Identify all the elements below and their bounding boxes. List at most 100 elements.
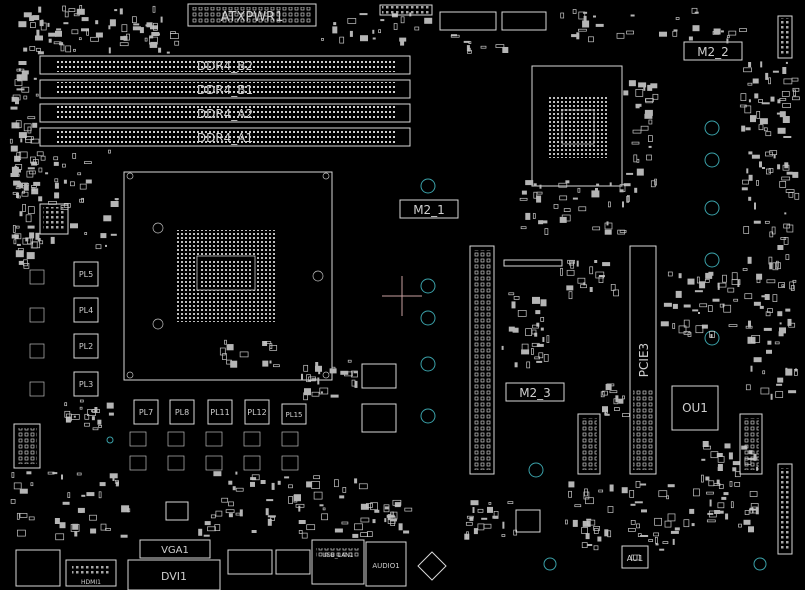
smd-part xyxy=(108,412,114,416)
smd-part xyxy=(321,513,328,521)
smd-part xyxy=(777,99,781,104)
smd-part xyxy=(775,391,784,398)
svg-text:PL7: PL7 xyxy=(139,408,153,417)
smd-part xyxy=(716,479,720,485)
smd-part xyxy=(553,204,559,209)
ddr4-b2-label: DDR4_B2 xyxy=(197,59,253,73)
dimm-slot-b1: DDR4_B1 xyxy=(39,79,411,99)
ic-block-b xyxy=(361,403,397,433)
smd-part xyxy=(589,287,593,292)
pcie-slot-left xyxy=(469,245,495,475)
smd-part xyxy=(531,348,534,355)
smd-part xyxy=(106,402,114,409)
smd-part xyxy=(761,295,767,298)
smd-part xyxy=(16,512,20,520)
smd-part xyxy=(473,528,478,535)
vrm-controller xyxy=(39,203,69,235)
smd-part xyxy=(153,22,158,31)
smd-part xyxy=(743,67,752,73)
smd-part xyxy=(623,90,629,96)
smd-part xyxy=(11,472,15,478)
smd-part xyxy=(739,28,747,32)
smd-part xyxy=(352,533,359,538)
smd-part xyxy=(15,225,20,229)
smd-part xyxy=(73,415,76,418)
smd-part xyxy=(469,516,474,521)
smd-part xyxy=(781,284,785,288)
smd-part xyxy=(105,528,111,531)
smd-part xyxy=(772,262,779,271)
smd-part xyxy=(655,536,658,544)
smd-part xyxy=(235,471,238,475)
smd-part xyxy=(662,541,669,544)
smd-part xyxy=(616,32,625,39)
smd-part xyxy=(607,506,614,513)
smd-part xyxy=(728,452,733,460)
smd-part xyxy=(741,187,748,191)
smd-part xyxy=(50,236,55,244)
smd-part xyxy=(627,195,630,202)
smd-part xyxy=(576,32,580,40)
smd-part xyxy=(623,183,631,187)
smd-part xyxy=(777,377,784,383)
smd-part xyxy=(781,176,791,181)
smd-part xyxy=(16,193,19,198)
smd-part xyxy=(790,285,795,291)
smd-part xyxy=(705,272,713,279)
smd-part xyxy=(593,15,596,18)
smd-part xyxy=(339,495,345,499)
smd-part xyxy=(271,482,275,490)
smd-part xyxy=(16,195,21,199)
smd-part xyxy=(707,512,714,515)
smd-part xyxy=(785,61,788,64)
smd-part xyxy=(470,500,479,506)
smd-part xyxy=(306,481,313,488)
smd-part xyxy=(351,379,356,387)
smd-part xyxy=(366,531,373,537)
smd-part xyxy=(726,38,729,44)
smd-part xyxy=(54,178,59,183)
smd-part xyxy=(150,41,158,48)
smd-part xyxy=(76,472,82,476)
smd-part xyxy=(230,360,238,368)
smd-part xyxy=(64,402,68,407)
smd-part xyxy=(81,197,84,203)
ddr4-b1-label: DDR4_B1 xyxy=(197,83,253,97)
smd-part xyxy=(772,294,778,302)
smd-part xyxy=(667,484,675,488)
smd-part xyxy=(670,530,679,534)
smd-part xyxy=(25,136,33,144)
smd-part xyxy=(717,464,723,471)
dimm-slot-a1: DDR4_A1 xyxy=(39,127,411,147)
smd-part xyxy=(108,25,111,30)
smd-part xyxy=(648,119,653,125)
smd-part xyxy=(748,526,754,533)
smd-part xyxy=(62,501,70,505)
smd-part xyxy=(303,364,309,372)
smd-part xyxy=(90,36,99,42)
smd-part xyxy=(731,279,741,285)
smd-part xyxy=(636,168,644,176)
smd-part xyxy=(81,17,89,22)
svg-text:AUDIO1: AUDIO1 xyxy=(372,562,399,570)
smd-part xyxy=(584,488,588,497)
smd-part xyxy=(582,520,591,527)
smd-part xyxy=(706,519,716,523)
smd-part xyxy=(654,517,662,526)
smd-part xyxy=(266,499,274,502)
smd-part xyxy=(749,507,754,514)
smd-part xyxy=(709,331,715,338)
smd-part xyxy=(742,268,748,271)
smd-part xyxy=(38,167,43,173)
smd-part xyxy=(62,163,66,168)
smd-part xyxy=(732,467,737,472)
smd-part xyxy=(35,232,40,240)
smd-part xyxy=(77,172,82,176)
smd-part xyxy=(598,489,604,493)
smd-part xyxy=(560,268,563,276)
smd-part xyxy=(558,182,568,188)
smd-part xyxy=(688,36,693,41)
choke-pl4: PL4 xyxy=(73,297,99,323)
smd-part xyxy=(260,480,266,484)
smd-part xyxy=(204,521,211,526)
